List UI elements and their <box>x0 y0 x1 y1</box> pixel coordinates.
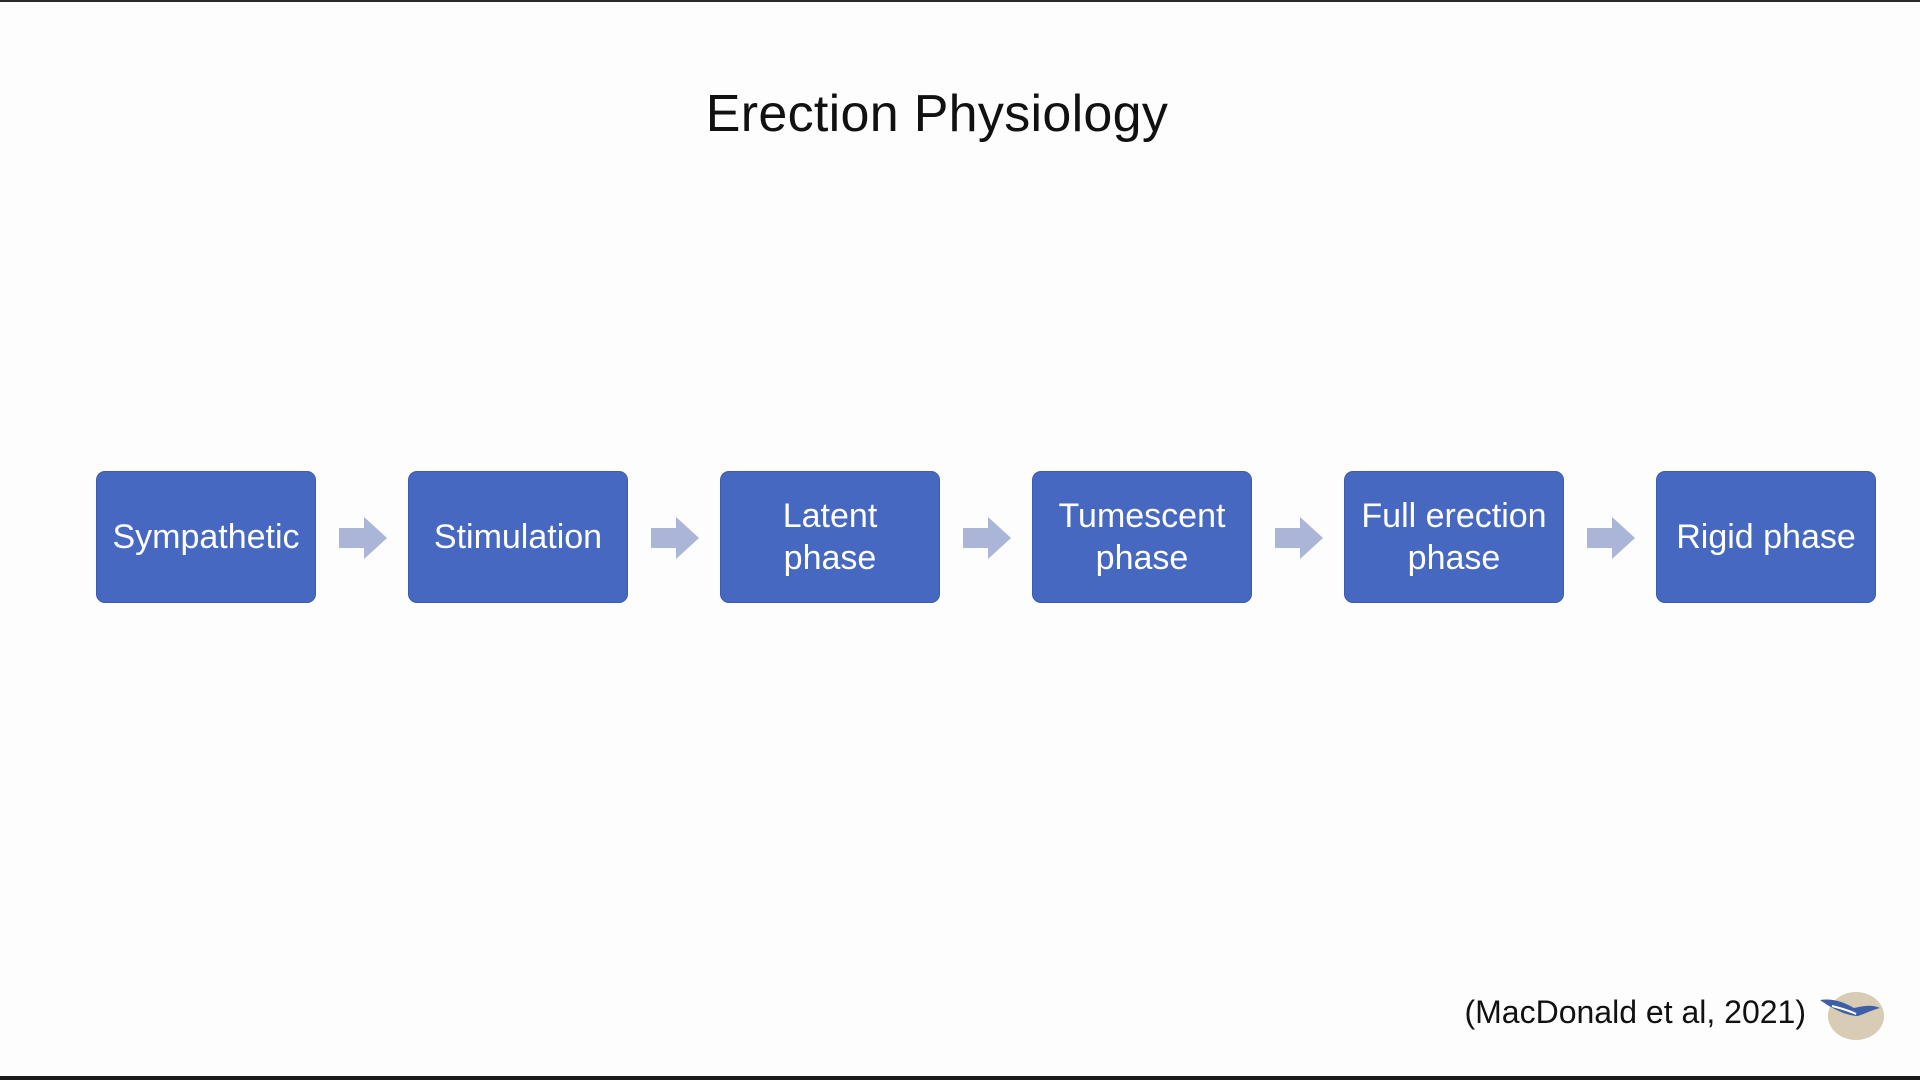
step-label: Sympathetic <box>112 518 300 556</box>
process-flow: Sympathetic Stimulation Latent phase Tum… <box>96 471 1878 603</box>
right-arrow-icon <box>339 517 387 559</box>
step-stimulation: Stimulation <box>408 471 628 603</box>
step-sympathetic: Sympathetic <box>96 471 316 603</box>
slide-title: Erection Physiology <box>705 85 1169 143</box>
step-latent-phase: Latent phase <box>720 471 940 603</box>
step-label: Stimulation <box>433 518 603 556</box>
right-arrow-icon <box>651 517 699 559</box>
citation: (MacDonald et al, 2021) <box>1464 994 1806 1030</box>
bird-logo-icon <box>1820 992 1884 1040</box>
step-full-erection-phase: Full erection phase <box>1344 471 1564 603</box>
step-rigid-phase: Rigid phase <box>1656 471 1876 603</box>
step-label: Rigid phase <box>1676 518 1856 556</box>
step-label: Tumescent phase <box>1058 497 1226 577</box>
step-label: Latent phase <box>782 497 878 577</box>
right-arrow-icon <box>1275 517 1323 559</box>
step-tumescent-phase: Tumescent phase <box>1032 471 1252 603</box>
right-arrow-icon <box>963 517 1011 559</box>
step-label: Full erection phase <box>1361 497 1547 577</box>
right-arrow-icon <box>1587 517 1635 559</box>
